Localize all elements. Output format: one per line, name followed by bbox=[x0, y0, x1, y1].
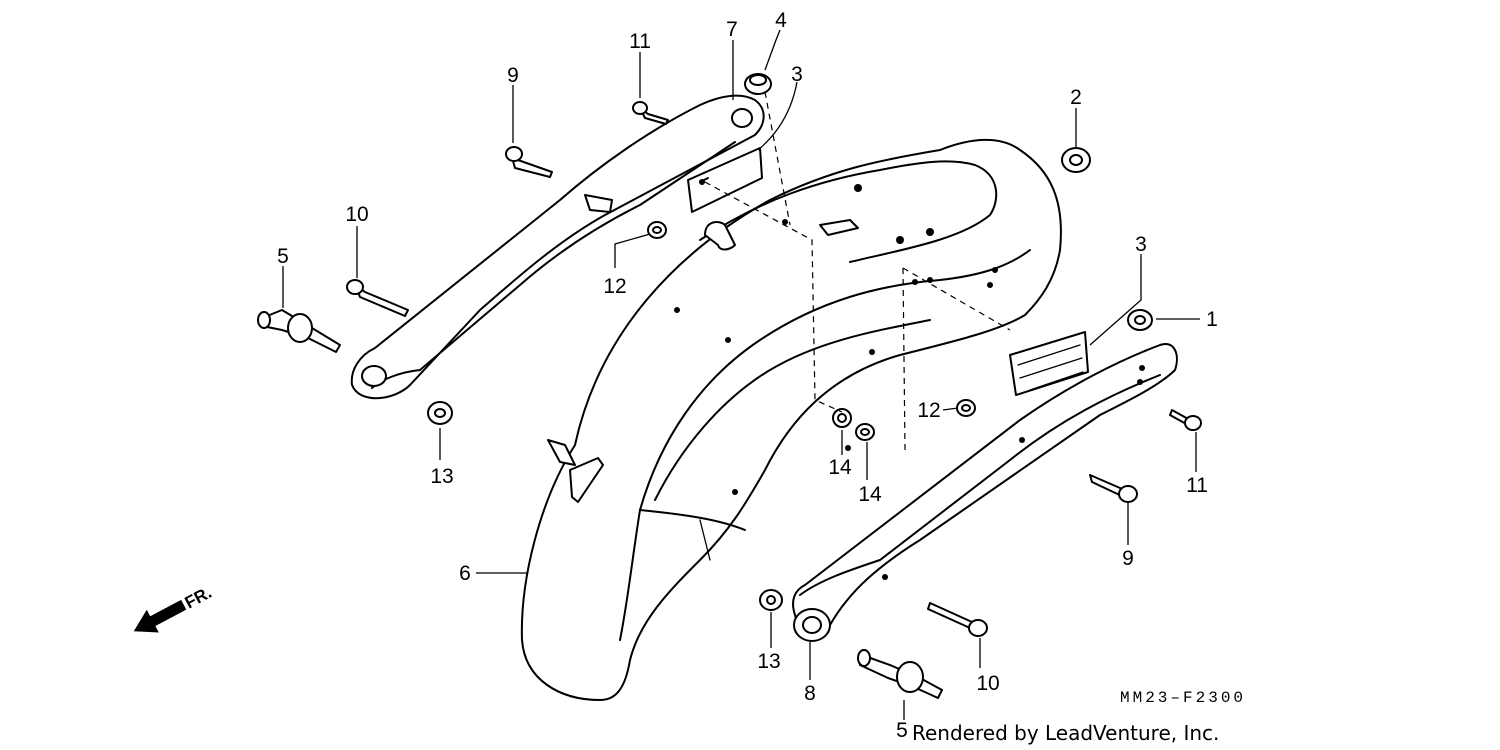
bolt-11-left-drawing bbox=[632, 101, 669, 125]
nut-14a-drawing bbox=[832, 408, 852, 428]
callout-9-left: 9 bbox=[507, 64, 519, 87]
front-marker-label: FR. bbox=[182, 583, 215, 613]
callout-1: 1 bbox=[1206, 308, 1218, 331]
front-arrow-icon bbox=[133, 599, 187, 633]
callout-10-left: 10 bbox=[345, 203, 368, 226]
washer-13-right-drawing bbox=[759, 589, 783, 611]
callout-14-left: 14 bbox=[828, 456, 852, 479]
callout-2: 2 bbox=[1070, 86, 1082, 109]
bolt-9-left-drawing bbox=[505, 146, 553, 178]
diagram-code: MM23–F2300 bbox=[1120, 689, 1246, 707]
left-fender-stay-drawing bbox=[350, 94, 765, 400]
callout-3-top: 3 bbox=[791, 63, 803, 86]
callout-8: 8 bbox=[804, 682, 816, 705]
callout-5-right: 5 bbox=[896, 719, 908, 742]
collar-5-right-drawing bbox=[857, 649, 943, 699]
washer-13-left-drawing bbox=[427, 401, 453, 425]
nut-2-drawing bbox=[1061, 147, 1091, 173]
callout-12-right: 12 bbox=[917, 399, 940, 422]
callout-7: 7 bbox=[726, 18, 738, 41]
callout-10-right: 10 bbox=[976, 672, 999, 695]
reflector-top-drawing bbox=[687, 147, 763, 213]
callout-5-left: 5 bbox=[277, 245, 289, 268]
callout-11-left: 11 bbox=[629, 30, 651, 53]
callout-3-right: 3 bbox=[1135, 233, 1147, 256]
bolt-9-right-drawing bbox=[1089, 474, 1138, 503]
nut-12-right-drawing bbox=[956, 399, 976, 417]
callout-13-right: 13 bbox=[757, 650, 780, 673]
bolt-11-right-drawing bbox=[1169, 409, 1202, 431]
callout-9-right: 9 bbox=[1122, 547, 1134, 570]
nut-12-left-drawing bbox=[647, 221, 667, 239]
callout-labels: 1 2 3 3 4 5 5 6 7 8 9 9 10 10 11 11 12 1… bbox=[277, 9, 1218, 742]
assembly-dashed-lines bbox=[704, 91, 1011, 451]
callout-13-left: 13 bbox=[430, 465, 453, 488]
leader-lines bbox=[282, 29, 1200, 720]
callout-14-right: 14 bbox=[858, 483, 882, 506]
rear-fender-drawing bbox=[520, 138, 1062, 701]
bolt-10-right-drawing bbox=[927, 602, 988, 637]
callout-12-left: 12 bbox=[603, 275, 626, 298]
reflector-right-drawing bbox=[1009, 331, 1089, 396]
callout-11-right: 11 bbox=[1186, 474, 1208, 497]
collar-5-left-drawing bbox=[257, 309, 341, 353]
grommet-4-drawing bbox=[744, 73, 772, 95]
render-credit: Rendered by LeadVenture, Inc. bbox=[912, 721, 1219, 745]
callout-6: 6 bbox=[459, 562, 471, 585]
nut-14b-drawing bbox=[855, 423, 875, 441]
front-direction-arrow: FR. bbox=[133, 583, 215, 633]
callout-4: 4 bbox=[775, 9, 787, 32]
right-fender-stay-drawing bbox=[792, 343, 1178, 642]
bolt-10-left-drawing bbox=[346, 279, 409, 317]
nut-1-drawing bbox=[1127, 309, 1153, 331]
